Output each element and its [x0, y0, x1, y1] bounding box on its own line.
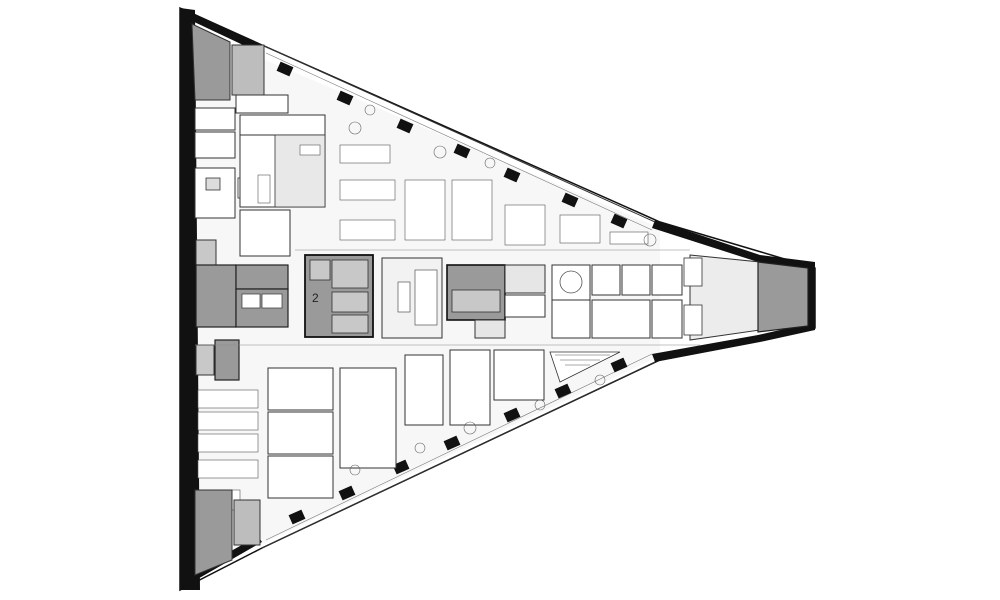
core-number: 2: [312, 291, 319, 305]
pantry-block: [239, 114, 326, 257]
columns-bottom: [288, 357, 628, 525]
meeting-hub: [381, 257, 443, 339]
furniture-clusters: [348, 104, 657, 476]
upper-workstations: [339, 144, 649, 246]
core-left: [195, 239, 289, 381]
nose-area: [683, 254, 809, 341]
service-corner-top: [191, 23, 289, 219]
central-core: 2: [304, 254, 374, 338]
right-meeting-rooms: [551, 264, 683, 339]
utility-block: [446, 264, 546, 339]
corridors: [195, 249, 700, 346]
columns-left: [180, 65, 194, 519]
service-corner-bottom: [194, 489, 261, 576]
lower-offices: [267, 349, 621, 499]
columns-top: [276, 61, 628, 229]
